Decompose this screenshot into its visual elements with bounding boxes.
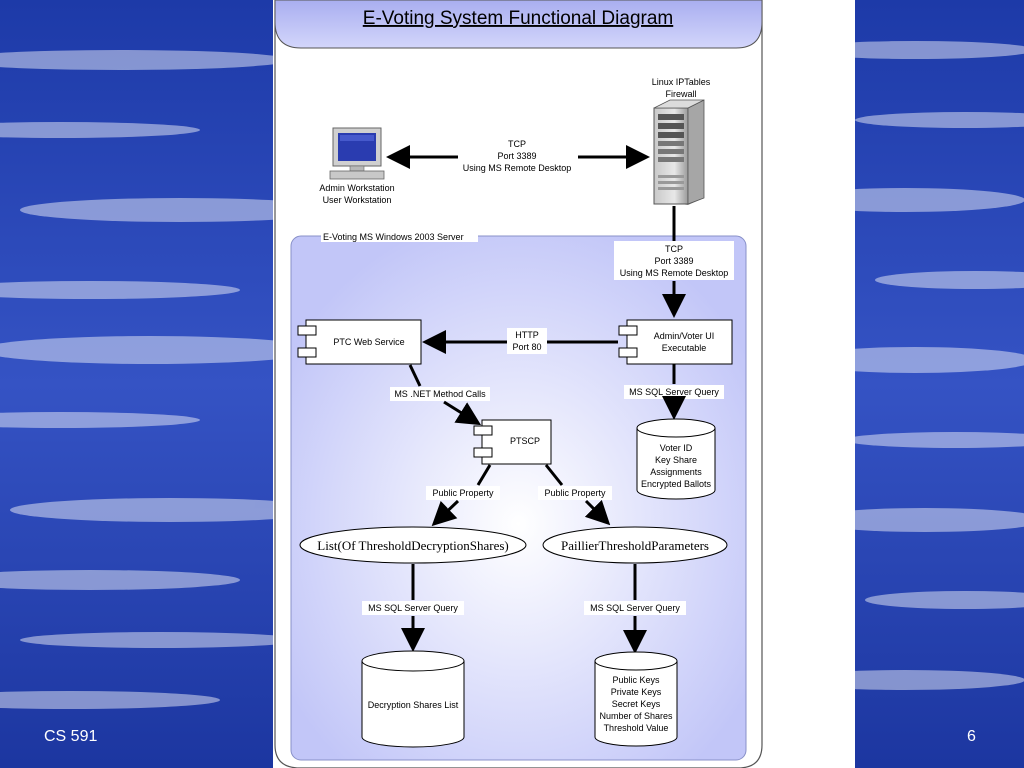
edge-ptscp-params-line-bottom <box>584 499 611 526</box>
admin-voter-ui-label-1: Admin/Voter UI <box>654 331 715 341</box>
edge-params-db-label: MS SQL Server Query <box>590 603 680 613</box>
keys-database-icon <box>594 651 678 747</box>
decryption-shares-database-icon <box>361 650 465 748</box>
list-shares-ellipse <box>299 526 527 564</box>
keys-db-label-2: Private Keys <box>611 687 662 697</box>
edge-params-db-label-bg <box>584 601 686 615</box>
edge-ui-ptc-label-2: Port 80 <box>512 342 541 352</box>
edge-ui-ptc-label-bg <box>507 328 547 354</box>
list-shares-label: List(Of ThresholdDecryptionShares) <box>317 538 508 553</box>
keys-db-label-3: Secret Keys <box>612 699 661 709</box>
edge-list-db-label-bg <box>362 601 464 615</box>
server-region-label: E-Voting MS Windows 2003 Server <box>323 232 464 242</box>
edge-ptc-ptscp-label: MS .NET Method Calls <box>394 389 486 399</box>
admin-voter-ui-label-2: Executable <box>662 343 707 353</box>
edge-fw-ui-label-1: TCP <box>665 244 683 254</box>
edge-ptc-ptscp-line-top <box>408 364 422 387</box>
diagram-title: E-Voting System Functional Diagram <box>363 8 673 29</box>
edge-ptscp-list-line-bottom <box>431 499 460 527</box>
edge-ptscp-list-label: Public Property <box>432 488 494 498</box>
page-number: 6 <box>967 728 976 745</box>
paillier-params-ellipse <box>542 526 728 564</box>
edge-fw-ui-label-2: Port 3389 <box>654 256 693 266</box>
server-region-label-bg <box>321 230 478 242</box>
ptscp-label: PTSCP <box>510 436 540 446</box>
voter-db-label-2: Key Share <box>655 455 697 465</box>
voter-db-label-1: Voter ID <box>660 443 693 453</box>
right-decorative-panel <box>855 0 1024 768</box>
paillier-params-label: PaillierThresholdParameters <box>561 538 709 553</box>
edge-list-db-label: MS SQL Server Query <box>368 603 458 613</box>
course-label: CS 591 <box>44 728 98 745</box>
edge-ptscp-params-line-top <box>544 464 564 486</box>
voter-db-label-4: Encrypted Ballots <box>641 479 712 489</box>
edge-ws-fw-label-2: Port 3389 <box>497 151 536 161</box>
keys-db-label-5: Threshold Value <box>604 723 669 733</box>
edge-ws-fw-label-1: TCP <box>508 139 526 149</box>
ptc-web-service-component <box>297 319 422 365</box>
edge-ws-fw-label-3: Using MS Remote Desktop <box>463 163 572 173</box>
edge-ui-ptc-label-1: HTTP <box>515 330 539 340</box>
ptscp-component <box>473 419 552 465</box>
edge-ui-db-label-bg <box>624 385 724 399</box>
shares-db-label: Decryption Shares List <box>368 700 459 710</box>
edge-ptscp-params-label-bg <box>538 486 612 500</box>
keys-db-label-4: Number of Shares <box>599 711 673 721</box>
workstation-label-2: User Workstation <box>323 195 392 205</box>
admin-voter-ui-component <box>618 319 733 365</box>
edge-ui-db-label: MS SQL Server Query <box>629 387 719 397</box>
keys-db-label-1: Public Keys <box>612 675 660 685</box>
edge-ptscp-list-line-top <box>476 464 492 486</box>
edge-ptc-ptscp-line-bottom <box>443 400 482 426</box>
computer-monitor-icon <box>329 127 385 180</box>
ptc-web-service-label: PTC Web Service <box>333 337 404 347</box>
firewall-label-1: Linux IPTables <box>652 77 711 87</box>
firewall-label-2: Firewall <box>665 89 696 99</box>
edge-firewall-ui-label-bg <box>614 241 734 280</box>
left-decorative-panel <box>0 0 273 768</box>
edge-fw-ui-label-3: Using MS Remote Desktop <box>620 268 729 278</box>
edge-ptscp-params-label: Public Property <box>544 488 606 498</box>
workstation-label-1: Admin Workstation <box>319 183 394 193</box>
voter-db-label-3: Assignments <box>650 467 702 477</box>
edge-ptc-ptscp-label-bg <box>390 387 490 401</box>
edge-ptscp-list-label-bg <box>426 486 500 500</box>
voter-database-icon <box>636 418 716 500</box>
server-tower-icon <box>653 99 705 205</box>
